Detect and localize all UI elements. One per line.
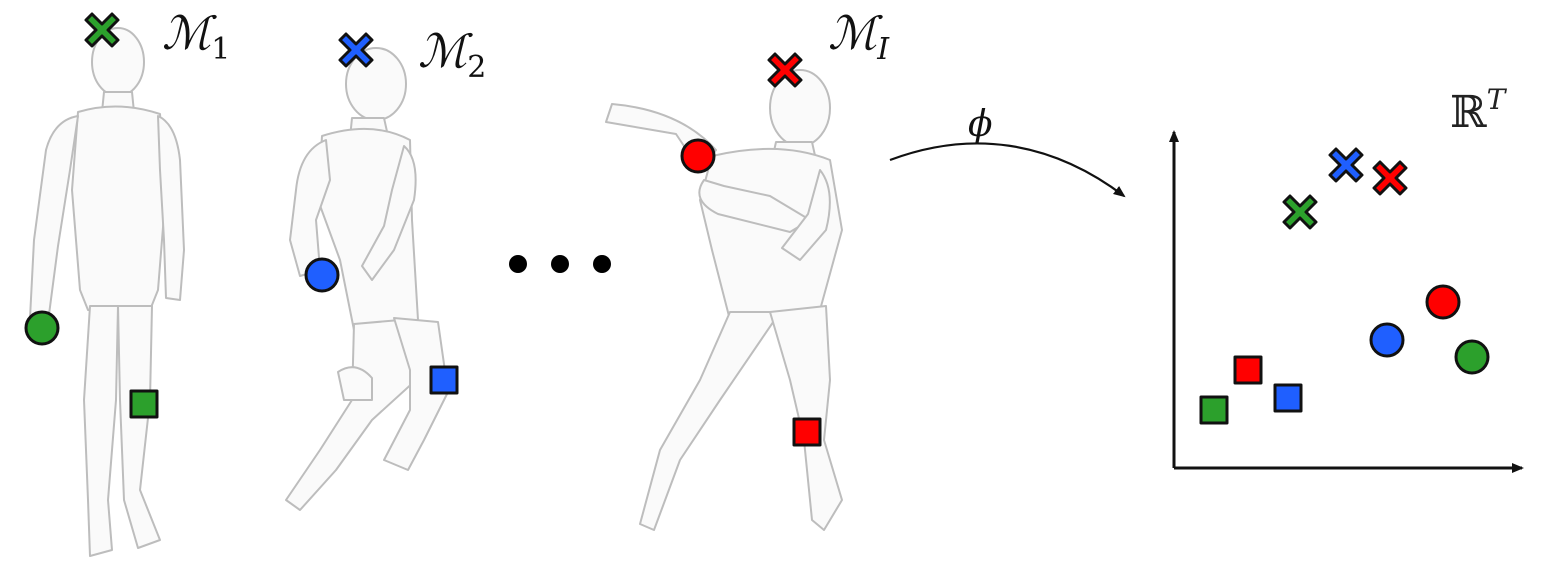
green-cross-marker-embed xyxy=(1282,194,1318,230)
space-symbol: ℝ xyxy=(1450,87,1487,138)
green-square-marker-embed xyxy=(1199,395,1229,425)
blue-square-marker-embed xyxy=(1273,383,1303,413)
red-circle-marker-meshI xyxy=(680,138,716,174)
mesh-symbol: ℳ xyxy=(162,6,212,60)
mesh-subscript: 1 xyxy=(211,32,231,67)
embedding-axes xyxy=(1169,130,1524,473)
markers-layer xyxy=(24,12,1490,447)
blue-cross-marker-mesh2 xyxy=(338,32,374,68)
target-space-label: ℝT xyxy=(1450,86,1505,135)
ellipsis-dot xyxy=(551,255,569,273)
mesh-symbol: ℳ xyxy=(418,24,468,78)
green-circle-marker-mesh1 xyxy=(24,310,60,346)
human-mesh-1 xyxy=(29,27,185,557)
blue-circle-marker-mesh2 xyxy=(304,257,340,293)
mesh-symbol: ℳ xyxy=(828,6,878,60)
red-circle-marker-embed xyxy=(1425,284,1461,320)
mesh-subscript: I xyxy=(877,32,890,67)
green-cross-marker-mesh1 xyxy=(84,12,120,48)
map-phi-label: ϕ xyxy=(968,104,993,145)
ellipsis-dot xyxy=(593,255,611,273)
human-mesh-2 xyxy=(285,47,449,511)
mesh-label-I: ℳI xyxy=(828,10,889,65)
mesh-label-2: ℳ2 xyxy=(418,28,486,83)
mesh-subscript: 2 xyxy=(467,50,487,85)
green-circle-marker-embed xyxy=(1454,339,1490,375)
blue-circle-marker-embed xyxy=(1369,322,1405,358)
red-square-marker-meshI xyxy=(792,417,822,447)
red-square-marker-embed xyxy=(1233,355,1263,385)
red-cross-marker-meshI xyxy=(767,52,803,88)
ellipsis-dot xyxy=(509,255,527,273)
space-superscript: T xyxy=(1486,83,1506,116)
mapping-arrow xyxy=(889,142,1126,198)
blue-cross-marker-embed xyxy=(1328,147,1364,183)
human-mesh-I xyxy=(605,69,843,531)
mesh-label-1: ℳ1 xyxy=(162,10,230,65)
blue-square-marker-mesh2 xyxy=(429,365,459,395)
green-square-marker-mesh1 xyxy=(129,389,159,419)
ellipsis-dots xyxy=(509,255,611,273)
red-cross-marker-embed xyxy=(1372,160,1408,196)
